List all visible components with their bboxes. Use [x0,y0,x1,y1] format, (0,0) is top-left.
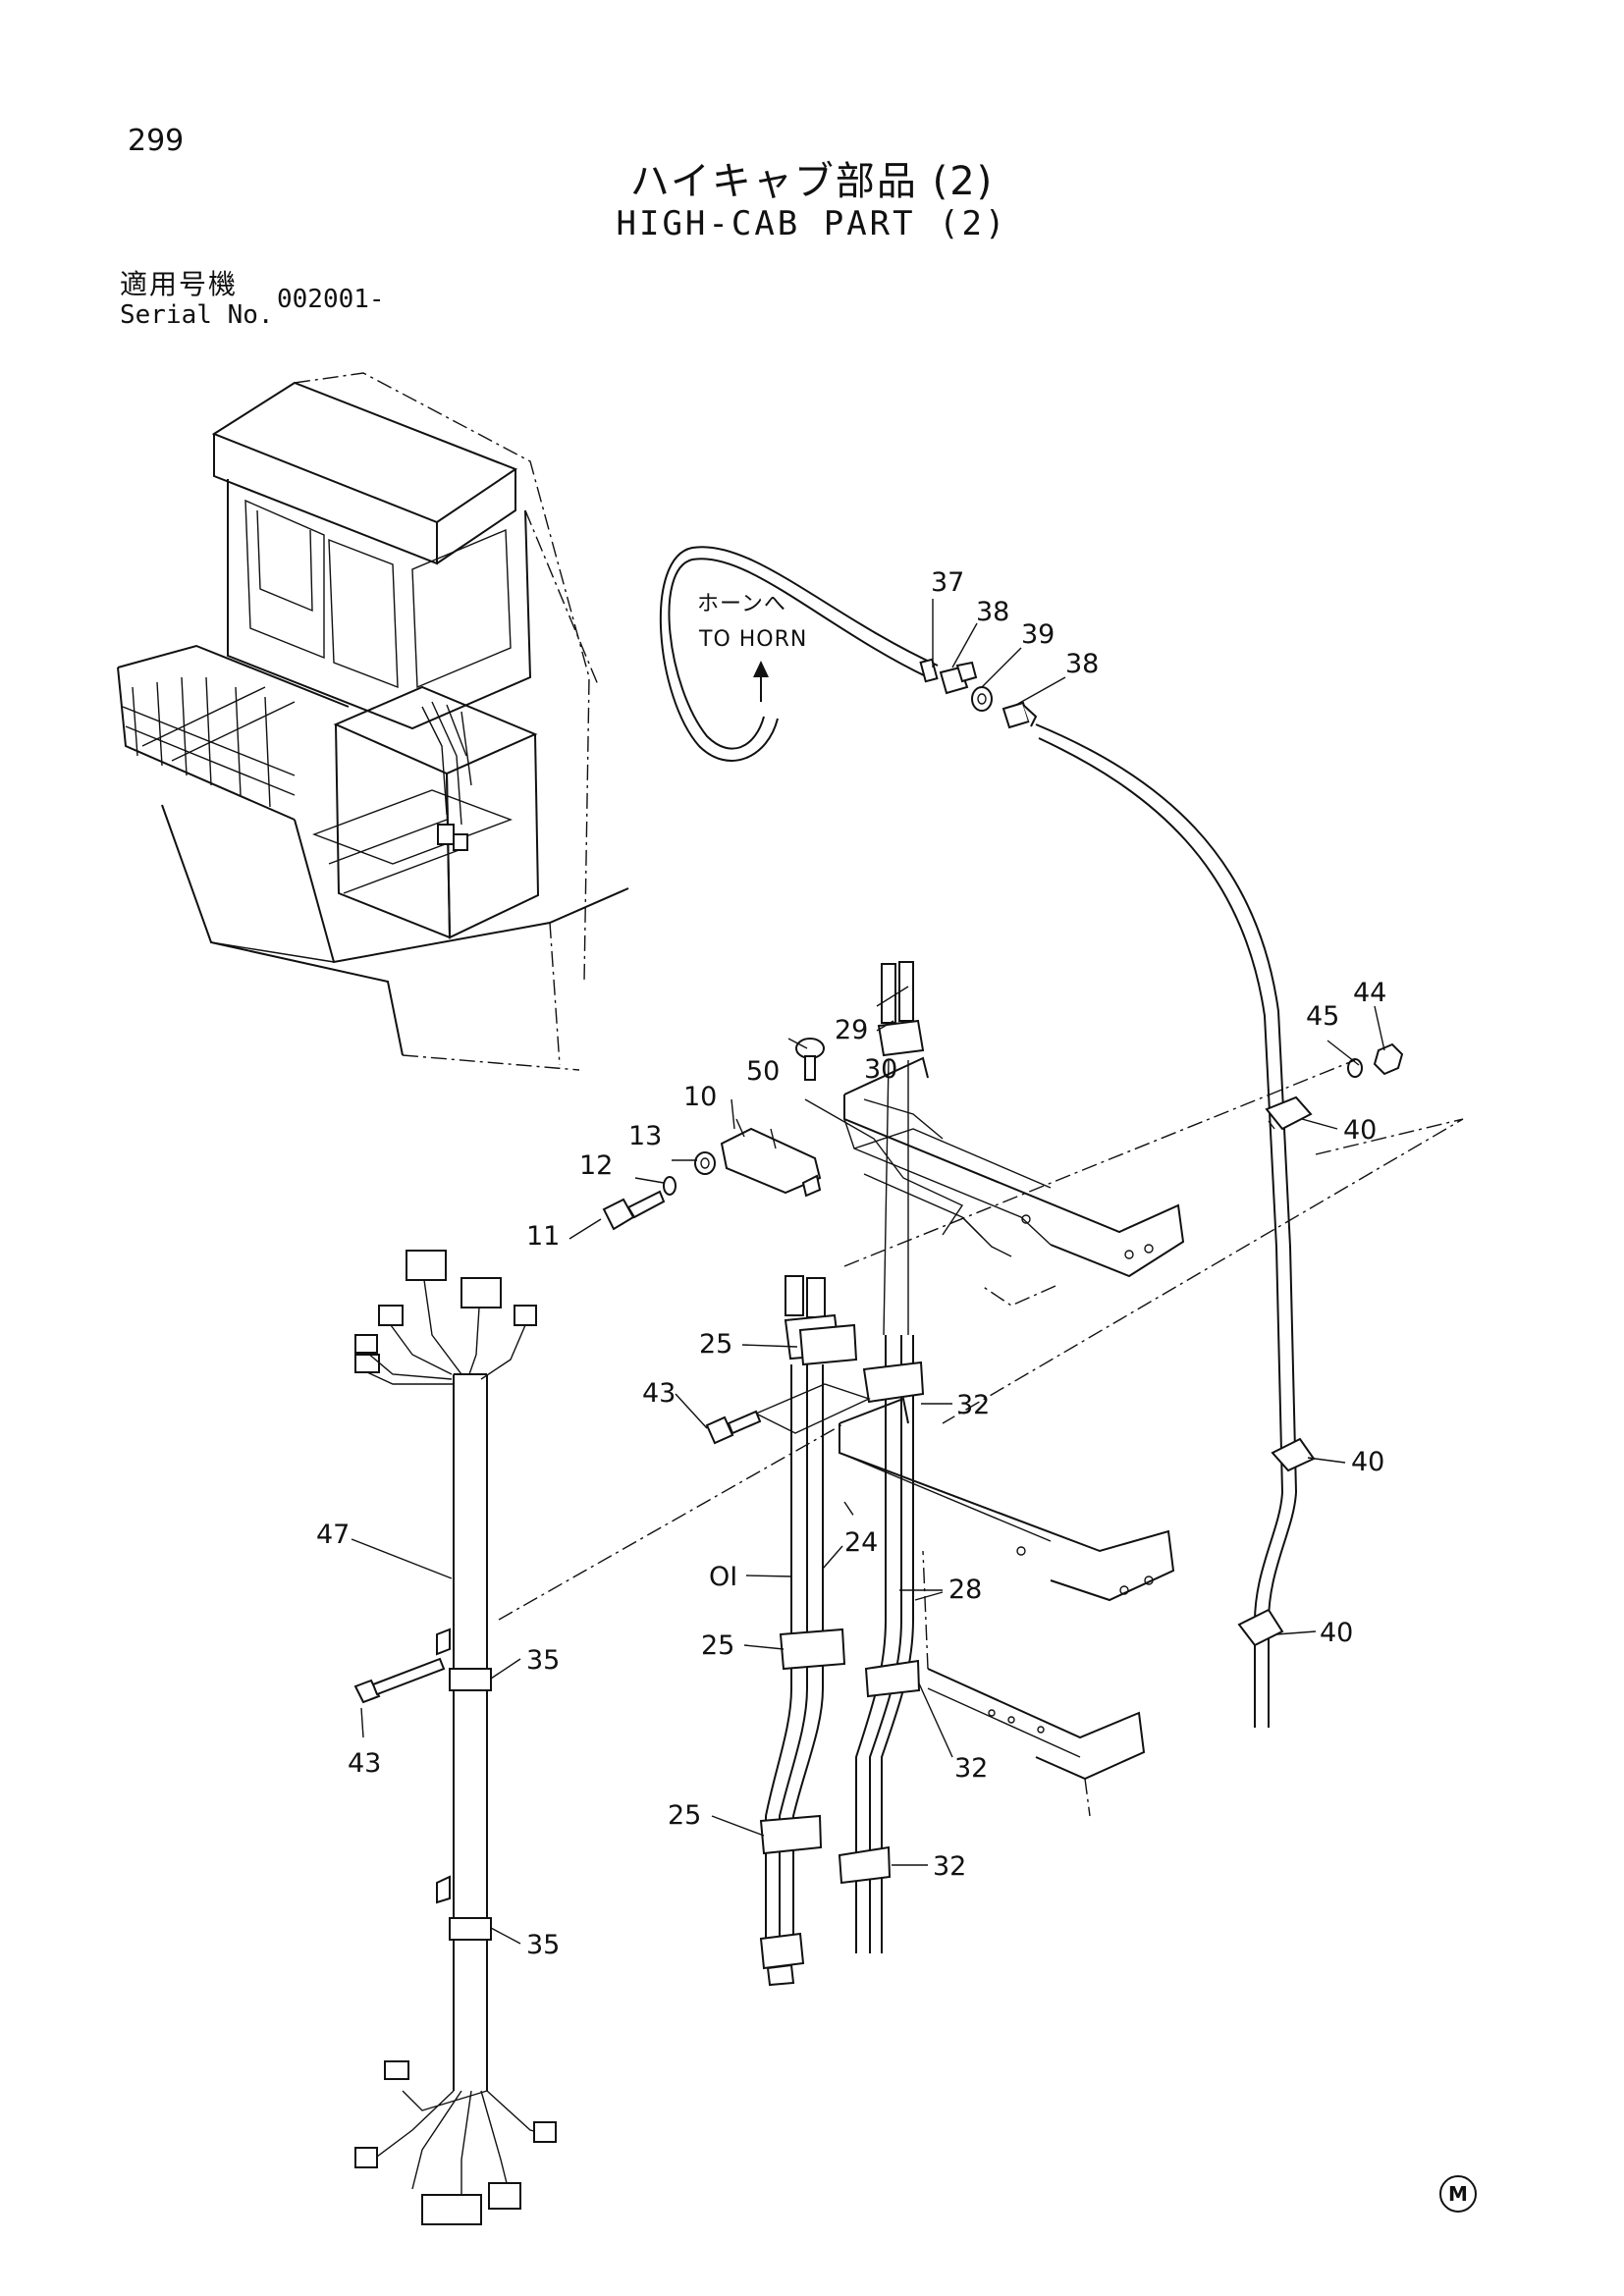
clamp-32-lower [838,1845,892,1885]
to-horn-note-japanese: ホーンへ [697,592,786,616]
callout-11: 11 [526,1221,560,1252]
clamp-25-lower [759,1814,823,1855]
clamp-40-middle [1271,1437,1316,1472]
callout-28: 28 [948,1575,982,1605]
callout-10: 10 [683,1082,717,1112]
washer-45 [1347,1058,1363,1078]
bracket-10-assembly [602,1038,825,1231]
callout-32-middle: 32 [954,1753,988,1784]
callout-32-lower: 32 [933,1851,966,1882]
band-35-upper [449,1668,492,1691]
copyright-mark-icon: M [1439,2175,1477,2213]
callout-43-upper: 43 [642,1378,676,1409]
callout-35-upper: 35 [526,1645,560,1676]
washer-13 [694,1151,716,1175]
clamp-32-middle [864,1659,921,1698]
callout-44: 44 [1353,978,1386,1008]
callout-35-lower: 35 [526,1930,560,1960]
callout-leaders [351,599,1385,1945]
cab-overview-illustration [117,372,629,1071]
callout-43-lower: 43 [348,1748,381,1779]
callout-50: 50 [746,1056,780,1087]
callout-40-middle: 40 [1351,1447,1384,1477]
horn-hose-assembly [659,546,1464,1728]
callout-37: 37 [931,567,964,598]
tube-bundle-28 [838,961,925,1953]
nut-44 [1373,1042,1404,1076]
callout-38-upper: 38 [976,597,1009,627]
callout-39: 39 [1021,619,1055,650]
wire-harness-47 [353,1250,845,2225]
callout-25-upper: 25 [699,1329,732,1360]
clamp-40-upper [1265,1095,1313,1131]
callout-24: 24 [844,1527,878,1558]
screw-50 [795,1038,825,1081]
callout-25-middle: 25 [701,1630,734,1661]
callout-40-upper: 40 [1343,1115,1377,1146]
callout-13: 13 [628,1121,662,1151]
callout-45: 45 [1306,1001,1339,1032]
hydraulic-line-24 [705,1275,871,1987]
callout-25-lower: 25 [668,1800,701,1831]
callout-29: 29 [835,1015,868,1045]
fitting-39-washer [971,686,993,712]
callout-01: OI [709,1562,737,1592]
serial-label-english: Serial No. [120,300,274,330]
callout-38-lower: 38 [1065,649,1099,679]
clamp-40-lower [1237,1608,1284,1647]
page-title-english: HIGH-CAB PART (2) [616,204,1008,243]
bolt-43-upper [705,1410,762,1445]
page-title-japanese: ハイキャブ部品 (2) [629,159,995,204]
to-horn-note-english: TO HORN [698,627,807,652]
washer-12 [663,1176,677,1196]
fitting-38-upper [939,661,978,695]
callout-30: 30 [864,1054,897,1085]
mounting-frame [804,1056,1185,1817]
fitting-38-lower [1001,701,1038,729]
bolt-43-lower [353,1657,446,1704]
callout-12: 12 [579,1150,613,1181]
clamp-32-upper [862,1361,925,1404]
page-number: 299 [128,124,185,158]
serial-label-japanese: 適用号機 [120,268,239,300]
band-35-lower [449,1917,492,1941]
clamp-25-middle [779,1628,846,1671]
bolt-11 [602,1190,666,1231]
clamp-25-upper [798,1323,858,1366]
serial-number-value: 002001- [277,285,385,314]
callout-32-upper: 32 [956,1390,990,1420]
callout-47: 47 [316,1520,350,1550]
callout-numbers: 37 38 39 38 44 45 40 40 40 29 30 50 10 1… [316,567,1386,1960]
callout-40-lower: 40 [1320,1618,1353,1648]
